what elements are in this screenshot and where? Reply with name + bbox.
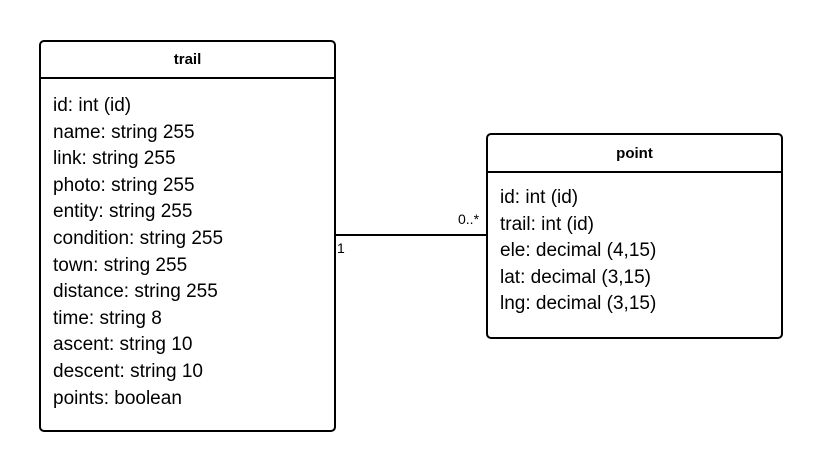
trail-attribute: condition: string 255	[53, 227, 224, 249]
trail-attribute: descent: string 10	[53, 360, 203, 382]
trail-attribute: town: string 255	[53, 254, 188, 276]
trail-attribute: photo: string 255	[53, 174, 195, 196]
trail-attribute: link: string 255	[53, 148, 176, 170]
point-attribute: lat: decimal (3,15)	[500, 266, 652, 288]
trail-entity-title: trail	[41, 42, 334, 79]
trail-multiplicity-label: 1	[337, 240, 345, 256]
point-attribute: id: int (id)	[500, 187, 579, 208]
relation-connector-line[interactable]	[336, 234, 486, 236]
point-entity-title: point	[488, 135, 781, 173]
point-entity-box[interactable]: point id: int (id) trail: int (id) ele: …	[486, 133, 783, 339]
point-attribute: trail: int (id)	[500, 213, 594, 235]
trail-attribute: distance: string 255	[53, 281, 218, 303]
point-multiplicity-label: 0..*	[458, 211, 480, 227]
point-attribute: ele: decimal (4,15)	[500, 240, 657, 262]
trail-attribute: points: boolean	[53, 387, 182, 409]
point-attribute: lng: decimal (3,15)	[500, 293, 657, 315]
trail-attribute: name: string 255	[53, 121, 195, 143]
point-attribute-list: id: int (id) trail: int (id) ele: decima…	[488, 173, 781, 318]
trail-attribute: id: int (id)	[53, 95, 132, 116]
trail-attribute: entity: string 255	[53, 201, 193, 223]
trail-entity-box[interactable]: trail id: int (id) name: string 255 link…	[39, 40, 336, 432]
trail-attribute: ascent: string 10	[53, 334, 193, 356]
trail-attribute: time: string 8	[53, 307, 162, 329]
trail-attribute-list: id: int (id) name: string 255 link: stri…	[41, 79, 334, 412]
